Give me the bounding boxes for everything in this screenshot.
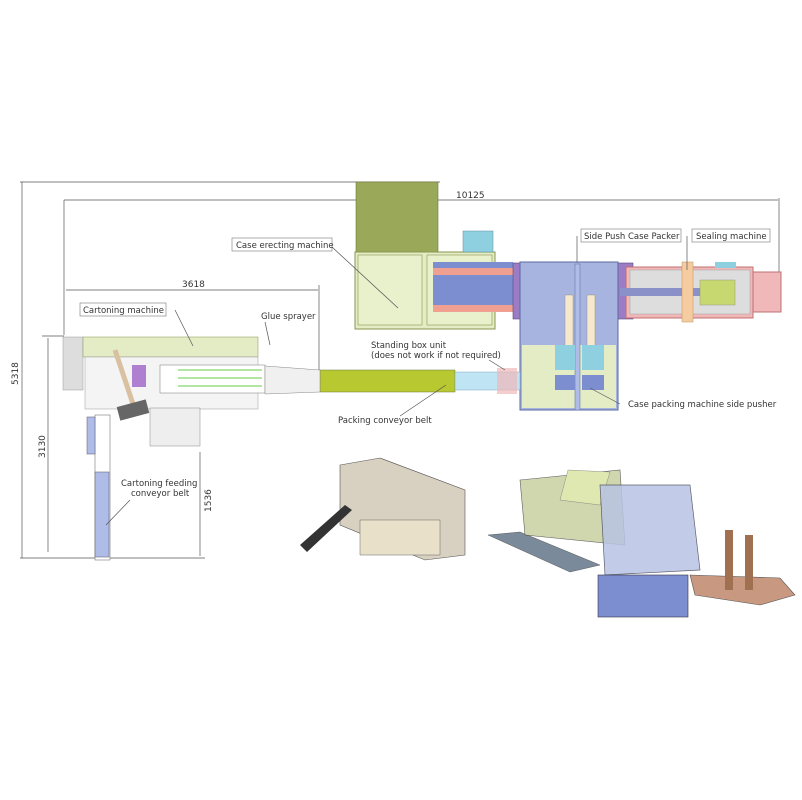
dim-cartoning-height: 3130 xyxy=(38,435,48,458)
dim-total-length: 10125 xyxy=(456,191,485,201)
dim-cartoning-length: 3618 xyxy=(182,280,205,290)
label-glue-sprayer: Glue sprayer xyxy=(261,312,316,322)
side-push-label-box xyxy=(580,228,682,243)
label-standing-box-unit: Standing box unit xyxy=(371,341,447,351)
cartoning-feeding-conveyor-belt xyxy=(86,414,111,561)
dimension-lines xyxy=(20,181,780,559)
label-cartoning-machine: Cartoning machine xyxy=(83,306,164,316)
label-case-erecting-machine: Case erecting machine xyxy=(236,241,334,251)
side-push-case-packer xyxy=(512,261,634,411)
dim-feeding-offset: 1536 xyxy=(204,489,214,512)
cartoning-label-box xyxy=(79,302,167,317)
case-erecting-machine xyxy=(354,181,513,330)
label-side-push-case-packer: Side Push Case Packer xyxy=(584,232,680,242)
dim-total-height: 5318 xyxy=(11,362,21,385)
callout-leaders xyxy=(105,236,688,526)
label-cartoning-feeding: Cartoning feeding xyxy=(121,479,197,489)
label-sealing-machine: Sealing machine xyxy=(696,232,767,242)
case-erecting-label-box xyxy=(231,237,333,252)
label-packing-conveyor-belt: Packing conveyor belt xyxy=(338,416,432,426)
label-conveyor-belt: conveyor belt xyxy=(131,489,190,499)
isometric-render xyxy=(300,457,796,618)
cartoning-machine xyxy=(62,336,321,447)
label-standing-box-note: (does not work if not required) xyxy=(371,351,501,361)
label-case-packing-side-pusher: Case packing machine side pusher xyxy=(628,400,777,410)
packing-conveyor-belt xyxy=(319,368,521,394)
sealing-label-box xyxy=(691,228,771,243)
sealing-machine xyxy=(620,261,782,323)
